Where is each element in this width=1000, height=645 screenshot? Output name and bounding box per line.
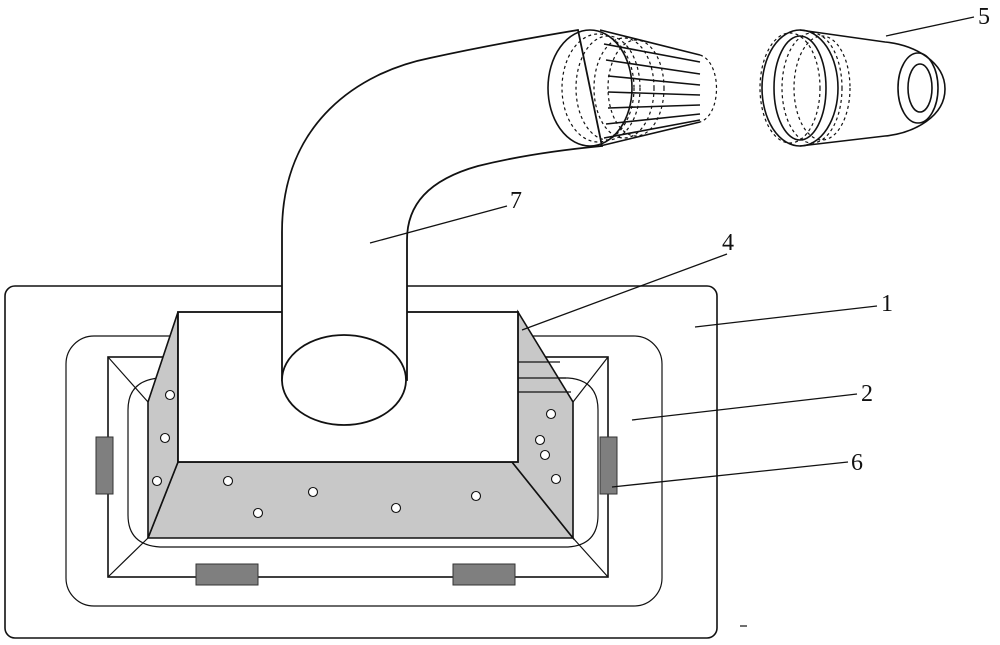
label-2: 2: [861, 381, 873, 407]
tray-liner: [127, 377, 599, 548]
pipe-connector: [547, 29, 718, 147]
pipe: [281, 28, 604, 381]
bottom-pad-right: [452, 563, 516, 586]
leader-2: [631, 393, 858, 421]
floor-holes: [222, 475, 482, 519]
leader-1: [694, 305, 878, 328]
corner-line: [107, 537, 149, 578]
leader-4: [521, 253, 728, 331]
side-pad-left: [95, 436, 114, 495]
tray-floor: [146, 461, 575, 539]
right-wall-holes: [534, 408, 562, 485]
label-1: 1: [881, 291, 893, 317]
label-5: 5: [978, 4, 990, 30]
leader-7: [369, 205, 508, 244]
label-7: 7: [510, 188, 522, 214]
adapter: [759, 29, 946, 147]
label-6: 6: [851, 450, 863, 476]
label-4: 4: [722, 230, 734, 256]
pipe-mouth: [281, 334, 407, 426]
left-wall-holes: [151, 389, 176, 487]
leader-6: [611, 461, 849, 488]
bottom-pad-left: [195, 563, 259, 586]
corner-line: [572, 356, 609, 403]
corner-line: [572, 537, 609, 578]
side-pad-right: [599, 436, 618, 495]
corner-line: [107, 356, 149, 403]
leader-5: [885, 16, 975, 37]
